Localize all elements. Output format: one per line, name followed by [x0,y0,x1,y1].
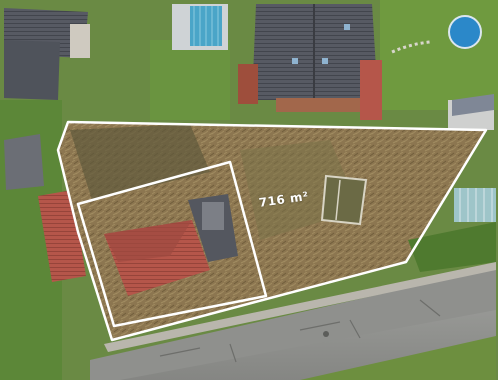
plot-boundary [56,120,488,342]
greenhouse-top [172,4,228,50]
sidewalk [104,262,496,352]
shed-left [4,134,44,190]
garden-path [391,40,431,54]
plot-trees [70,124,210,200]
road-cracks [159,299,441,363]
raised-bed [320,174,368,226]
road-main [90,268,496,380]
garden-top-right [380,0,498,110]
hedge-right [408,222,496,272]
house-top-left [4,8,90,100]
garden-top-mid [150,40,230,120]
verge [300,336,496,380]
house-main [104,194,238,296]
house-top-center [238,4,382,120]
manhole [323,331,329,337]
pool [448,15,482,49]
house-boundary [76,160,268,328]
greenhouse-right [454,188,496,222]
